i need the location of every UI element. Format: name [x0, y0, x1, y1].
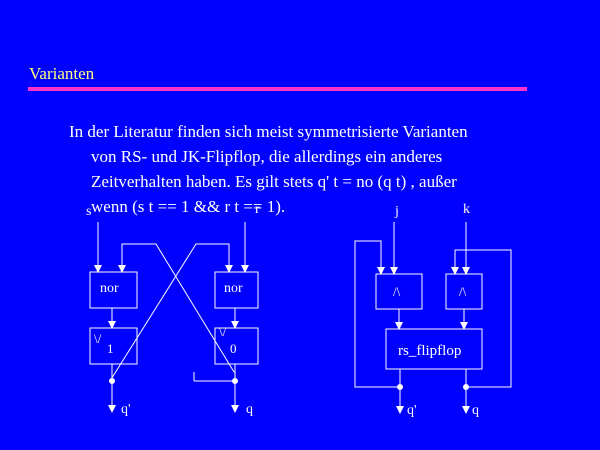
title-underline — [28, 87, 527, 91]
rs-junction-left — [109, 378, 115, 384]
paragraph-line-3: Zeitverhalten haben. Es gilt stets q' t … — [91, 172, 457, 191]
rs-delay-left-symbol: \/ — [94, 331, 102, 346]
paragraph-line-1: In der Literatur finden sich meist symme… — [69, 122, 468, 141]
slide-paragraph: In der Literatur finden sich meist symme… — [69, 119, 569, 219]
jk-input-k-label: k — [463, 202, 470, 217]
jk-input-j-label: j — [394, 204, 399, 219]
jk-output-left-label: q' — [407, 403, 417, 418]
rs-delay-right-symbol: \/ — [219, 324, 227, 339]
jk-rs-flipflop-box — [385, 328, 483, 370]
rs-nor-gate-left-label: nor — [100, 281, 119, 296]
jk-feedback-right — [454, 249, 512, 388]
rs-nor-gate-left — [89, 271, 138, 309]
paragraph-line-2: von RS- und JK-Flipflop, die allerdings … — [91, 147, 443, 166]
jk-rs-flipflop-label: rs_flipflop — [398, 343, 461, 359]
rs-delay-right-value: 0 — [230, 341, 237, 356]
rs-nor-gate-right — [214, 271, 259, 309]
rs-output-left-label: q' — [121, 402, 131, 417]
rs-delay-left-value: 1 — [107, 341, 114, 356]
rs-output-right-label: q — [246, 402, 253, 417]
rs-nor-gate-right-label: nor — [224, 281, 243, 296]
slide-title: Varianten — [29, 64, 95, 83]
rs-feedback-right-in — [109, 243, 230, 382]
jk-junction-right — [463, 384, 469, 390]
rs-delay-right — [214, 327, 259, 365]
jk-circuit: j k /\ /\ rs_flipflop q' q — [354, 202, 512, 418]
jk-junction-left — [397, 384, 403, 390]
jk-and-gate-left-label: /\ — [393, 284, 401, 299]
rs-input-s-label: s — [86, 204, 91, 219]
jk-feedback-left — [354, 240, 400, 388]
jk-and-gate-right-label: /\ — [459, 284, 467, 299]
paragraph-line-4: wenn (s t == 1 && r t == 1). — [91, 197, 286, 216]
jk-output-right-label: q — [472, 403, 479, 418]
rs-input-r-label: r — [255, 202, 260, 217]
rs-delay-left — [89, 327, 138, 365]
rs-circuit: s r nor nor \/ 1 \/ 0 q' q — [86, 202, 260, 417]
